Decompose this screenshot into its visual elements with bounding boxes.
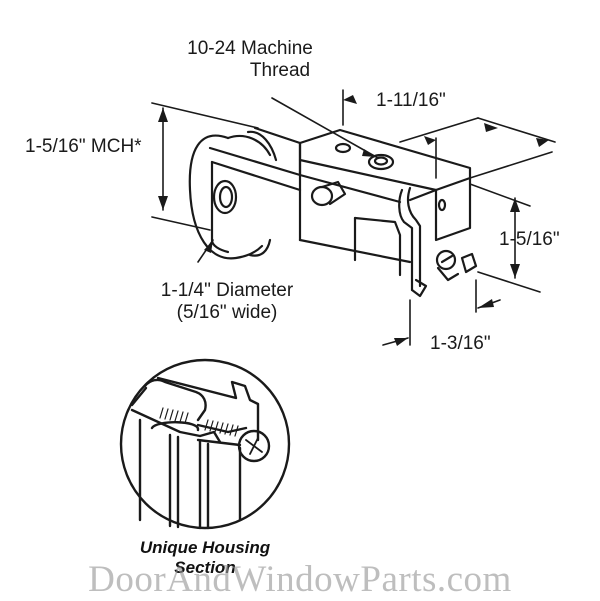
thread-label-line1: 10-24 Machine bbox=[187, 38, 313, 59]
wheel-diameter-line1: 1-1/4" Diameter bbox=[160, 280, 294, 301]
wheel-width-line2: (5/16" wide) bbox=[176, 302, 278, 323]
thread-label: 10-24 Machine Thread bbox=[170, 38, 330, 82]
inset-caption: Unique Housing Section bbox=[105, 538, 305, 578]
housing-drawing bbox=[298, 128, 478, 298]
watermark-text: DoorAndWindowParts.com bbox=[88, 559, 512, 600]
inset-housing-section bbox=[119, 358, 291, 530]
mch-dimension-label: 1-5/16" MCH* bbox=[25, 136, 142, 157]
thread-label-line2: Thread bbox=[249, 60, 311, 81]
dimension-lines bbox=[151, 89, 556, 346]
inset-caption-line2: Section bbox=[174, 558, 236, 577]
bottom-width-dimension-label: 1-3/16" bbox=[430, 333, 491, 354]
inset-caption-line1: Unique Housing bbox=[139, 538, 271, 557]
height-right-dimension-label: 1-5/16" bbox=[499, 229, 560, 250]
arrowheads bbox=[158, 95, 549, 346]
width-top-dimension-label: 1-11/16" bbox=[376, 90, 446, 111]
wheel-diameter-label: 1-1/4" Diameter (5/16" wide) bbox=[122, 280, 332, 324]
wheel-drawing bbox=[188, 126, 302, 260]
